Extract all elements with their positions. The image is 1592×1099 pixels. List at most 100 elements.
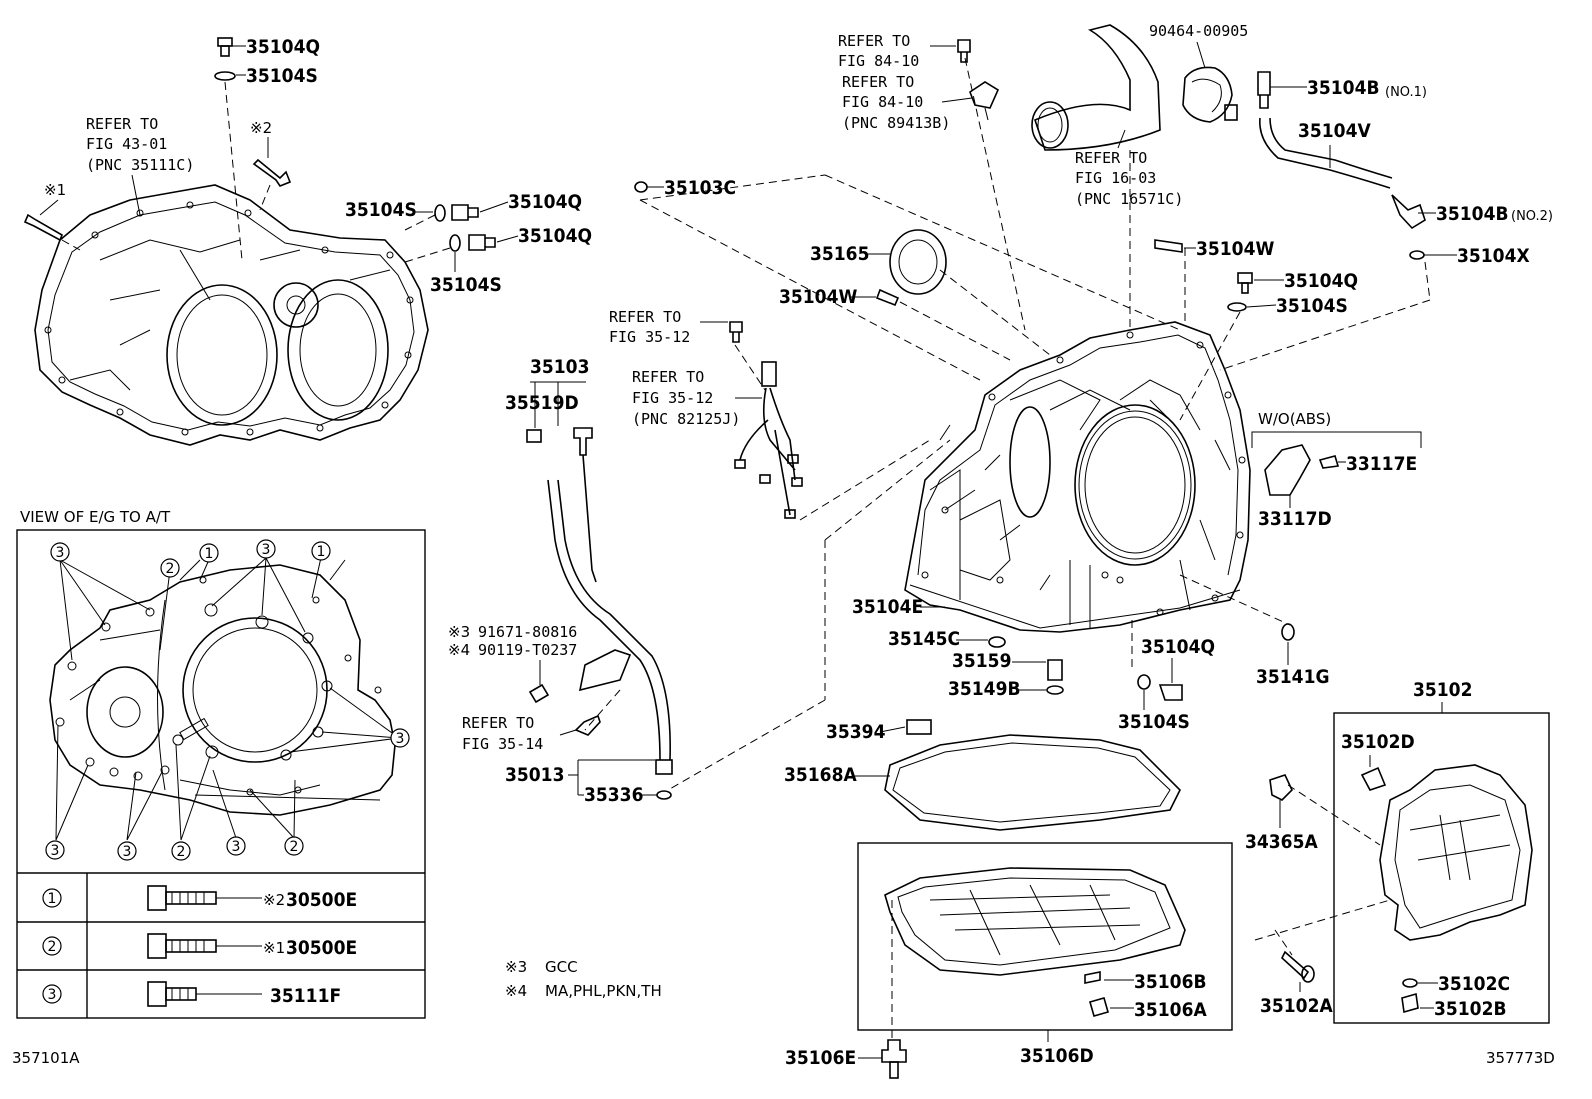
svg-text:※2: ※2 xyxy=(250,119,272,137)
svg-text:35104V: 35104V xyxy=(1298,120,1371,142)
svg-text:35104X: 35104X xyxy=(1457,245,1530,267)
ref-fig-84-10-b: REFER TO FIG 84-10 (PNC 89413B) xyxy=(842,73,973,132)
svg-text:※4: ※4 xyxy=(448,641,470,659)
bracket-33117d xyxy=(1264,444,1340,496)
svg-text:35102: 35102 xyxy=(1413,679,1472,701)
oil-pan-gasket-35168a xyxy=(884,734,1181,831)
svg-text:1: 1 xyxy=(205,546,214,562)
circle-callouts: 3 1 3 1 2 3 3 3 2 3 2 xyxy=(45,539,410,861)
pin-35104w-right xyxy=(1154,239,1183,253)
ref-fig-35-14: REFER TO FIG 35-14 xyxy=(462,714,577,753)
svg-text:FIG 16-03: FIG 16-03 xyxy=(1075,169,1156,187)
svg-text:35519D: 35519D xyxy=(505,392,579,414)
seal-35165 xyxy=(889,229,947,295)
svg-text:35104Q: 35104Q xyxy=(508,191,582,213)
svg-text:90464-00905: 90464-00905 xyxy=(1149,22,1248,40)
assembly-lines xyxy=(584,57,1391,1038)
svg-text:35168A: 35168A xyxy=(784,764,857,786)
svg-text:35104S: 35104S xyxy=(1276,295,1348,317)
svg-text:FIG 84-10: FIG 84-10 xyxy=(838,52,919,70)
svg-text:34365A: 34365A xyxy=(1245,831,1318,853)
hose-clamp-90464 xyxy=(1182,66,1238,123)
svg-text:35103: 35103 xyxy=(530,356,589,378)
svg-text:GCC: GCC xyxy=(545,958,578,976)
svg-text:1: 1 xyxy=(48,891,57,907)
svg-text:2: 2 xyxy=(290,839,299,855)
svg-text:35104S: 35104S xyxy=(1118,711,1190,733)
svg-text:3: 3 xyxy=(123,844,132,860)
wo-abs-label: W/O(ABS) xyxy=(1258,410,1331,428)
svg-text:35104W: 35104W xyxy=(779,286,857,308)
view-title: VIEW OF E/G TO A/T xyxy=(20,508,171,526)
svg-text:1: 1 xyxy=(317,544,326,560)
clip-34365a xyxy=(1269,774,1293,801)
svg-text:※1: ※1 xyxy=(263,939,285,957)
oil-tube-35013 xyxy=(528,479,673,800)
svg-text:35104E: 35104E xyxy=(852,596,923,618)
drain-plug-35106e xyxy=(881,1039,907,1079)
svg-text:※3: ※3 xyxy=(448,623,470,641)
svg-text:35102D: 35102D xyxy=(1341,731,1415,753)
svg-text:MA,PHL,PKN,TH: MA,PHL,PKN,TH xyxy=(545,982,662,1000)
svg-text:REFER TO: REFER TO xyxy=(1075,149,1147,167)
svg-text:(PNC 82125J): (PNC 82125J) xyxy=(632,410,740,428)
oil-pan-35106d-box xyxy=(857,842,1233,1031)
svg-text:35141G: 35141G xyxy=(1256,666,1330,688)
svg-text:2: 2 xyxy=(177,844,186,860)
dipstick-35103 xyxy=(526,427,597,583)
ref-fig-35-12-a: REFER TO FIG 35-12 xyxy=(609,308,728,346)
bolts-35104q-right xyxy=(1227,272,1295,641)
svg-text:3: 3 xyxy=(262,542,271,558)
figure-code-left: 357101A xyxy=(12,1049,80,1067)
bolt-35102a xyxy=(1281,950,1315,983)
svg-text:FIG 35-12: FIG 35-12 xyxy=(609,328,690,346)
svg-text:35102A: 35102A xyxy=(1260,995,1333,1017)
svg-text:30500E: 30500E xyxy=(286,889,357,911)
svg-text:REFER TO: REFER TO xyxy=(632,368,704,386)
svg-text:35106D: 35106D xyxy=(1020,1045,1094,1067)
pin-35104w-left xyxy=(875,288,900,307)
svg-text:35145C: 35145C xyxy=(888,628,960,650)
svg-text:2: 2 xyxy=(48,939,57,955)
svg-text:30500E: 30500E xyxy=(286,937,357,959)
svg-text:REFER TO: REFER TO xyxy=(609,308,681,326)
svg-text:35104W: 35104W xyxy=(1196,238,1274,260)
svg-text:※1: ※1 xyxy=(44,181,66,199)
svg-text:FIG 35-14: FIG 35-14 xyxy=(462,735,543,753)
svg-text:(PNC 16571C): (PNC 16571C) xyxy=(1075,190,1183,208)
svg-text:35111F: 35111F xyxy=(270,985,341,1007)
wire-harness-82125j xyxy=(729,321,803,519)
svg-text:3: 3 xyxy=(48,987,57,1003)
pipe-hose-16571c xyxy=(1031,24,1161,151)
svg-text:35104S: 35104S xyxy=(246,65,318,87)
sensor-89413b xyxy=(957,39,1000,121)
svg-text:35104S: 35104S xyxy=(345,199,417,221)
pipe-35104v xyxy=(1219,71,1431,371)
svg-text:3: 3 xyxy=(232,839,241,855)
svg-text:35104B: 35104B xyxy=(1307,77,1380,99)
ref-fig-35-12-b: REFER TO FIG 35-12 (PNC 82125J) xyxy=(632,368,762,428)
svg-text:(NO.2): (NO.2) xyxy=(1511,209,1553,224)
bolt-table-row-2: 2 ※1 30500E xyxy=(42,933,357,959)
svg-text:35104S: 35104S xyxy=(430,274,502,296)
part-labels: 35104Q 35104S ※2 ※1 35104S 35104Q 35104Q… xyxy=(39,22,1553,1069)
svg-text:35394: 35394 xyxy=(826,721,886,743)
svg-text:FIG 43-01: FIG 43-01 xyxy=(86,135,167,153)
svg-text:REFER TO: REFER TO xyxy=(842,73,914,91)
strainer-parts xyxy=(988,636,1183,701)
magnet-35394 xyxy=(906,719,932,735)
svg-text:(NO.1): (NO.1) xyxy=(1385,85,1427,100)
converter-housing xyxy=(34,184,429,446)
svg-text:FIG 35-12: FIG 35-12 xyxy=(632,389,713,407)
svg-text:※4: ※4 xyxy=(505,982,527,1000)
svg-text:※3: ※3 xyxy=(505,958,527,976)
svg-text:33117E: 33117E xyxy=(1346,453,1417,475)
svg-text:3: 3 xyxy=(396,731,405,747)
figure-code-right: 357773D xyxy=(1486,1049,1555,1067)
svg-text:35102C: 35102C xyxy=(1438,973,1510,995)
svg-text:91671-80816: 91671-80816 xyxy=(478,623,577,641)
svg-text:35104Q: 35104Q xyxy=(1284,270,1358,292)
bolt-table-row-3: 3 35111F xyxy=(42,981,341,1007)
bolt-table-row-1: 1 ※2 30500E xyxy=(42,885,357,911)
